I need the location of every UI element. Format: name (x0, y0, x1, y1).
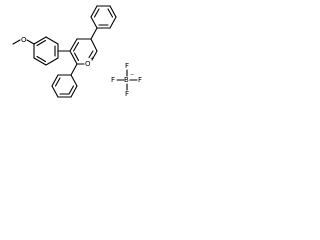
boron-charge-label: − (130, 72, 134, 78)
methoxyphenyl-ring (33, 36, 59, 66)
fluorine-right-label: F (138, 76, 142, 84)
fluorine-left-label: F (111, 76, 115, 84)
structure-svg: O + O F F F F B − (12, 5, 142, 98)
o-aryl-bond (26, 39, 35, 45)
chemical-structure-canvas: O + O F F F F B − (0, 0, 152, 152)
methyl-o-bond (12, 39, 21, 45)
methoxy-oxygen-label: O (21, 36, 27, 44)
top-phenyl-ring (90, 5, 117, 29)
c2-phenyl-bond (90, 27, 98, 40)
pyrylium-ring (69, 38, 98, 65)
tetrafluoroborate-anion: F F F F B − (111, 62, 142, 98)
fluorine-bottom-label: F (125, 90, 129, 98)
bottom-phenyl-ring (51, 74, 78, 98)
c6-phenyl-bond (70, 63, 78, 76)
pyrylium-oxygen-label: O (85, 60, 91, 68)
fluorine-top-label: F (125, 62, 129, 70)
pyrylium-charge-label: + (90, 56, 94, 62)
boron-label: B (124, 76, 129, 84)
